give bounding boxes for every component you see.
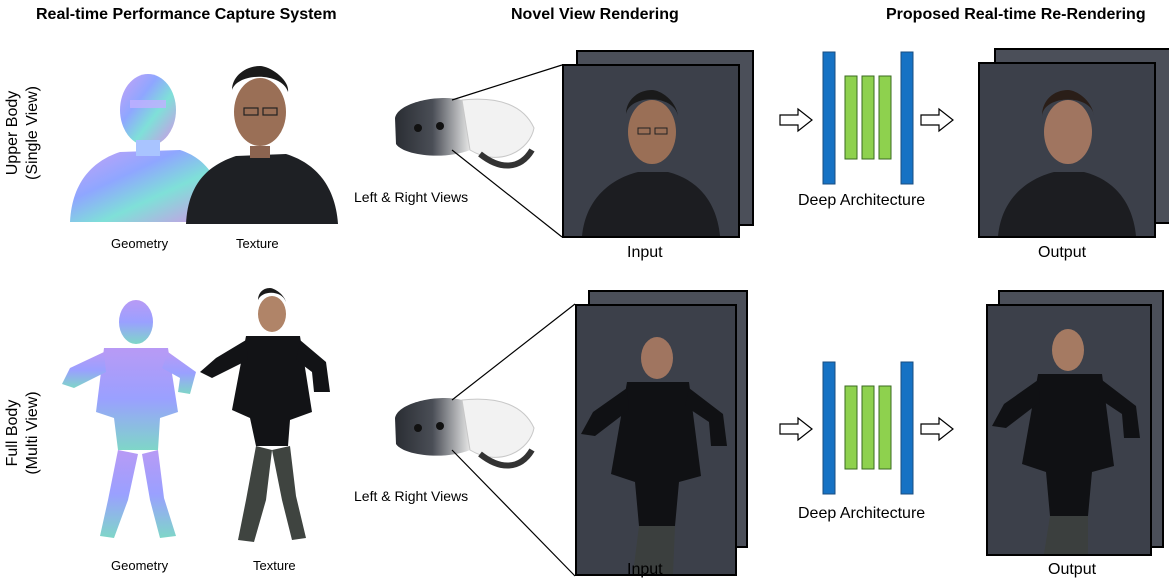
- full-geometry-caption: Geometry: [111, 558, 169, 573]
- deep-architecture-full: [822, 361, 914, 495]
- proposed-title: Proposed Real-time Re-Rendering: [886, 6, 1146, 23]
- upper-input-frame: [562, 64, 740, 238]
- vr-headset-full: [395, 398, 535, 469]
- upper-input-caption: Input: [627, 244, 663, 261]
- vr-headset-upper: [395, 98, 535, 169]
- full-geometry-render: [62, 300, 196, 538]
- full-texture-photo: [200, 288, 330, 542]
- full-input-frame: [575, 304, 737, 576]
- arrow-icon-upper-in: [779, 107, 813, 133]
- upper-geometry-caption: Geometry: [111, 236, 169, 251]
- upper-output-frame: [978, 62, 1156, 238]
- arrow-icon-upper-out: [920, 107, 954, 133]
- arrow-icons: [779, 107, 954, 442]
- upper-texture-caption: Texture: [236, 236, 279, 251]
- arrow-icon-full-in: [779, 416, 813, 442]
- novel-view-title: Novel View Rendering: [511, 6, 679, 23]
- full-texture-caption: Texture: [253, 558, 296, 573]
- upper-texture-photo: [186, 66, 338, 224]
- upper-arch-caption: Deep Architecture: [798, 192, 926, 209]
- full-output-frame: [986, 304, 1152, 556]
- upper-geometry-render: [70, 74, 226, 222]
- full-arch-caption: Deep Architecture: [798, 505, 926, 522]
- upper-output-caption: Output: [1038, 244, 1087, 261]
- full-views-caption: Left & Right Views: [354, 488, 469, 504]
- deep-architecture-upper: [822, 51, 914, 185]
- arrow-icon-full-out: [920, 416, 954, 442]
- full-input-caption: Input: [627, 561, 663, 578]
- full-output-caption: Output: [1048, 561, 1097, 578]
- capture-title: Real-time Performance Capture System: [36, 6, 337, 23]
- upper-views-caption: Left & Right Views: [354, 189, 469, 205]
- view-projection-lines: [451, 64, 576, 577]
